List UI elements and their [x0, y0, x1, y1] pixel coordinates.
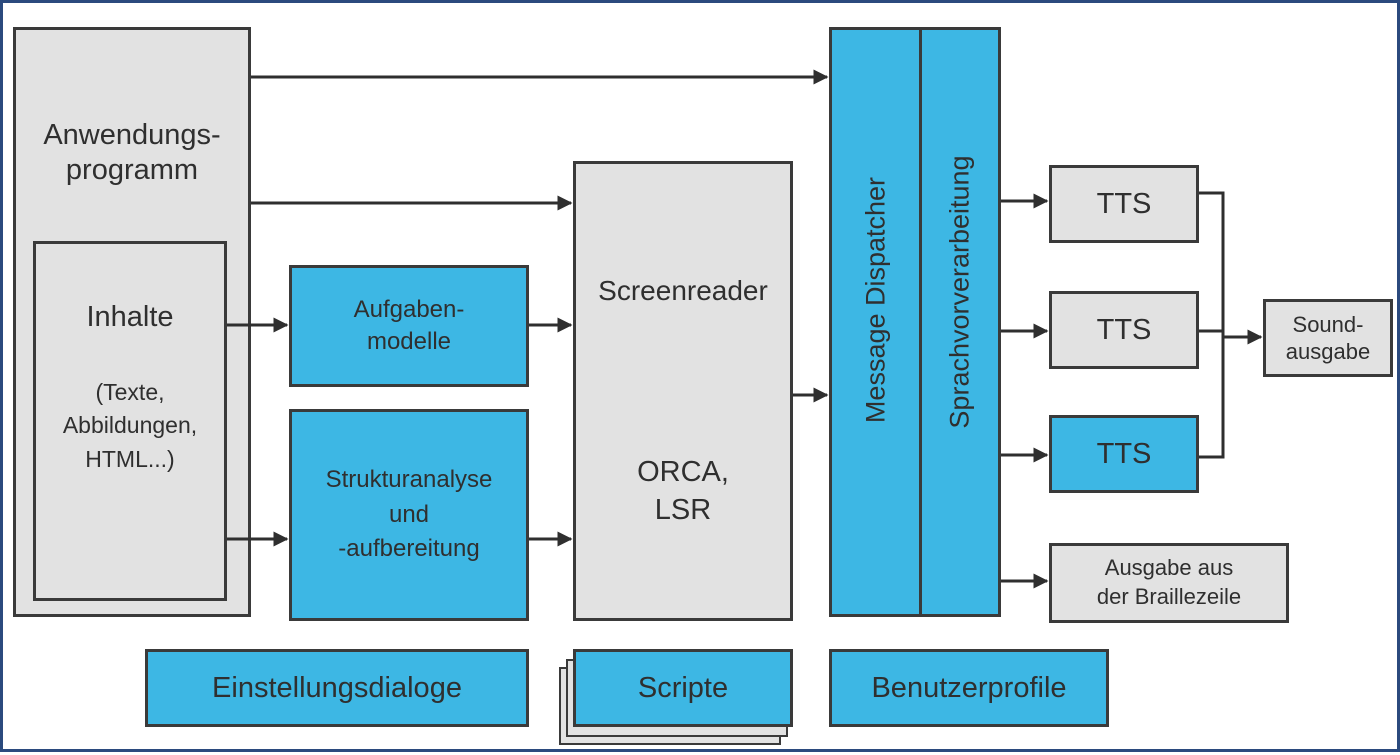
sprachvorverarbeitung-label: Sprachvorverarbeitung	[944, 155, 975, 429]
screenreader-line1: ORCA,	[637, 456, 729, 488]
screenreader-title: Screenreader	[598, 275, 768, 306]
tts-box-3: TTS	[1049, 415, 1199, 493]
inhalte-details: (Texte, Abbildungen, HTML...)	[36, 376, 224, 476]
strukturanalyse-line2: und	[388, 500, 430, 528]
aufgabenmodelle-box: Aufgaben- modelle	[289, 265, 529, 387]
aufgabenmodelle-line2: modelle	[366, 328, 452, 355]
inhalte-title: Inhalte	[86, 301, 174, 333]
screenreader-box: Screenreader ORCA, LSR	[573, 161, 793, 621]
tts-label-1: TTS	[1096, 187, 1152, 220]
strukturanalyse-line1: Strukturanalyse	[325, 465, 493, 493]
braille-line2: der Braillezeile	[1096, 584, 1242, 609]
strukturanalyse-line3: -aufbereitung	[338, 535, 480, 563]
tts-label-3: TTS	[1096, 437, 1152, 470]
inhalte-line2: Abbildungen,	[62, 412, 198, 439]
tts-merge-line	[1199, 191, 1225, 459]
braille-line1: Ausgabe aus	[1104, 555, 1234, 581]
soundausgabe-line2: ausgabe	[1285, 339, 1371, 364]
message-dispatcher-label: Message Dispatcher	[860, 176, 891, 424]
aufgabenmodelle-line1: Aufgaben-	[353, 295, 465, 323]
soundausgabe-box: Sound- ausgabe	[1263, 299, 1393, 377]
sprachvorverarbeitung-box: Sprachvorverarbeitung	[919, 27, 1001, 617]
anwendungsprogramm-line1: Anwendungs-	[43, 119, 221, 151]
screenreader-line2: LSR	[654, 493, 712, 526]
screenreader-engines: ORCA, LSR	[576, 454, 790, 529]
soundausgabe-line1: Sound-	[1292, 311, 1364, 337]
strukturanalyse-box: Strukturanalyse und -aufbereitung	[289, 409, 529, 621]
einstellungsdialoge-label: Einstellungsdialoge	[212, 671, 462, 704]
scripte-box: Scripte	[573, 649, 793, 727]
inhalte-line3: HTML...)	[85, 445, 175, 472]
inhalte-line1: (Texte,	[95, 379, 165, 405]
anwendungsprogramm-label: Anwendungs- programm	[16, 118, 248, 188]
braille-output-box: Ausgabe aus der Braillezeile	[1049, 543, 1289, 623]
scripte-label: Scripte	[637, 671, 729, 704]
anwendungsprogramm-line2: programm	[65, 153, 199, 186]
benutzerprofile-label: Benutzerprofile	[871, 671, 1067, 704]
tts-box-1: TTS	[1049, 165, 1199, 243]
message-dispatcher-box: Message Dispatcher	[829, 27, 923, 617]
tts-label-2: TTS	[1096, 313, 1152, 346]
inhalte-box: Inhalte (Texte, Abbildungen, HTML...)	[33, 241, 227, 601]
einstellungsdialoge-box: Einstellungsdialoge	[145, 649, 529, 727]
tts-box-2: TTS	[1049, 291, 1199, 369]
benutzerprofile-box: Benutzerprofile	[829, 649, 1109, 727]
